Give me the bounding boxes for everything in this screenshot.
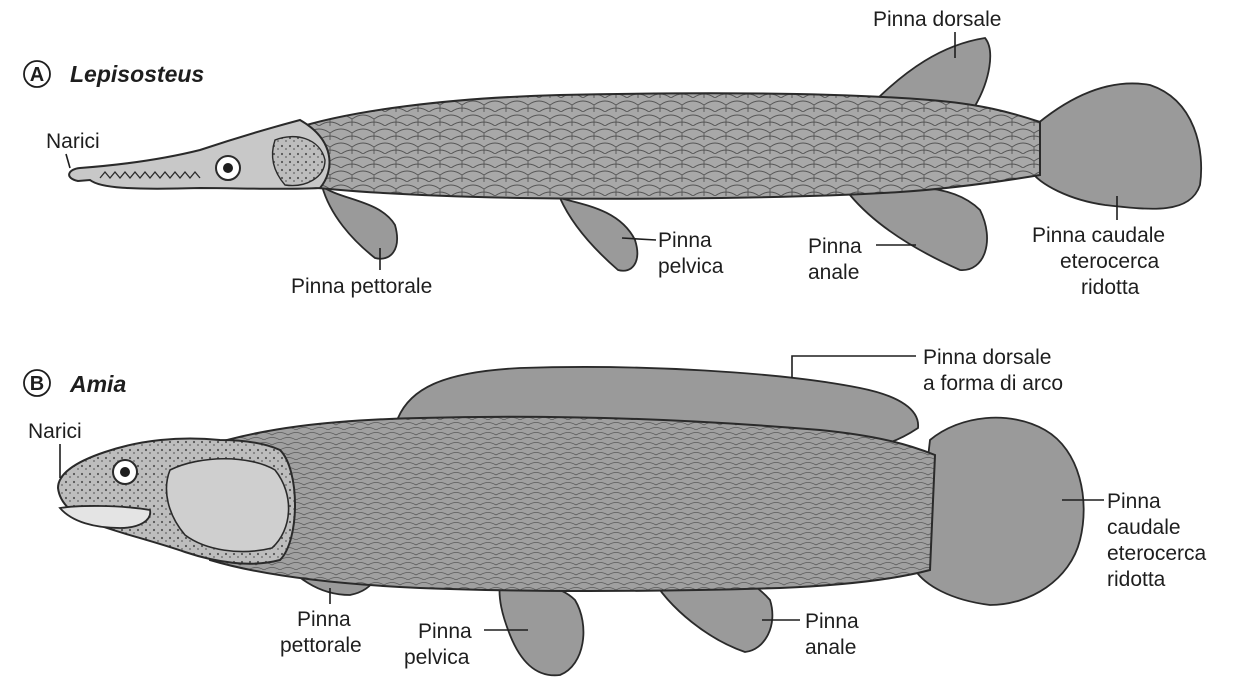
amia-caudal-fin: [915, 418, 1084, 605]
label-a-anale-2: anale: [808, 261, 859, 284]
label-b-dorsale-1: Pinna dorsale: [923, 346, 1051, 369]
leader-a-narici: [66, 154, 70, 168]
figure-b-letter: B: [30, 373, 44, 395]
label-b-caudale-4: ridotta: [1107, 568, 1166, 591]
amia-mouth: [60, 506, 150, 528]
gar-pelvic-fin: [560, 198, 637, 271]
gar-pectoral-fin: [322, 186, 397, 259]
figure-a-title: A Lepisosteus: [24, 61, 204, 87]
figure-b-title: B Amia: [24, 370, 126, 397]
label-a-caudale-1: Pinna caudale: [1032, 224, 1165, 247]
gar-body: [290, 93, 1040, 199]
figure-a-genus: Lepisosteus: [70, 61, 204, 87]
figure-a: A Lepisosteus Narici Pinna dorsale Pin: [24, 8, 1201, 299]
gar-dorsal-fin: [878, 38, 990, 106]
label-b-anale-1: Pinna: [805, 610, 859, 633]
gar-caudal-fin: [1030, 83, 1201, 208]
label-a-narici: Narici: [46, 130, 100, 153]
label-b-narici: Narici: [28, 420, 82, 443]
amia-body: [200, 417, 935, 591]
gar-anal-fin: [850, 187, 987, 270]
label-b-caudale-2: caudale: [1107, 516, 1181, 539]
label-b-pelvica-2: pelvica: [404, 646, 470, 669]
label-b-pelvica-1: Pinna: [418, 620, 472, 643]
leader-b-dorsale: [792, 356, 916, 378]
label-b-anale-2: anale: [805, 636, 856, 659]
label-b-pettorale-2: pettorale: [280, 634, 362, 657]
label-b-caudale-1: Pinna: [1107, 490, 1161, 513]
amia-eye: [113, 460, 137, 484]
label-a-pelvica-1: Pinna: [658, 229, 712, 252]
label-a-caudale-2: eterocerca: [1060, 250, 1160, 273]
label-a-pinna-pettorale: Pinna pettorale: [291, 275, 432, 298]
gar-eye: [216, 156, 240, 180]
figure-a-letter: A: [30, 64, 44, 86]
amia-pelvic-fin: [499, 582, 583, 676]
label-a-caudale-3: ridotta: [1081, 276, 1140, 299]
label-a-pinna-dorsale: Pinna dorsale: [873, 8, 1001, 31]
figure-b-genus: Amia: [69, 371, 126, 397]
label-b-caudale-3: eterocerca: [1107, 542, 1207, 565]
label-a-pelvica-2: pelvica: [658, 255, 724, 278]
label-a-anale-1: Pinna: [808, 235, 862, 258]
figure-b: B Amia Narici Pinna dorsale a forma di a…: [24, 346, 1207, 675]
label-b-dorsale-2: a forma di arco: [923, 372, 1063, 395]
label-b-pettorale-1: Pinna: [297, 608, 351, 631]
